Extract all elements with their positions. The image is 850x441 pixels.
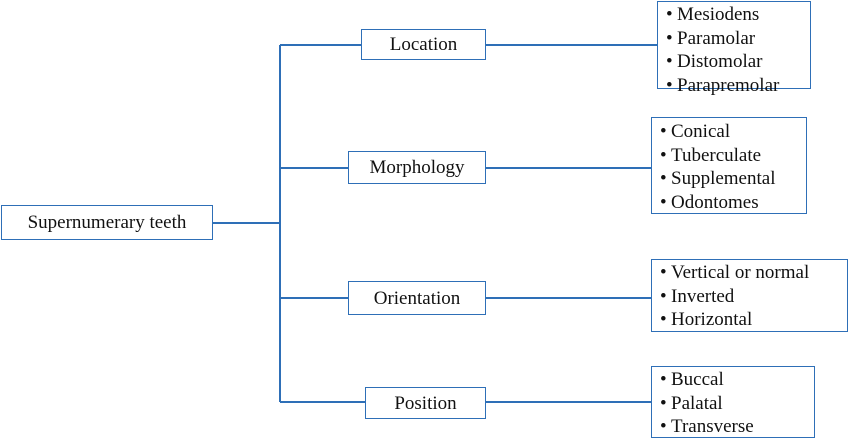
list-item: •Palatal bbox=[660, 392, 814, 416]
morphology-node-label: Morphology bbox=[369, 157, 465, 178]
list-item: •Supplemental bbox=[660, 167, 806, 191]
list-item-label: Mesiodens bbox=[677, 4, 760, 25]
list-item-label: Parapremolar bbox=[677, 74, 780, 96]
list-item: •Buccal bbox=[660, 368, 814, 392]
root-node-label: Supernumerary teeth bbox=[27, 212, 187, 233]
list-item-label: Palatal bbox=[671, 392, 723, 414]
bullet-glyph: • bbox=[660, 262, 667, 283]
list-item: •Parapremolar bbox=[666, 74, 810, 98]
location-items-list: •Mesiodens •Paramolar •Distomolar •Parap… bbox=[666, 3, 810, 97]
bullet-glyph: • bbox=[660, 168, 667, 189]
position-items-list: •Buccal •Palatal •Transverse bbox=[660, 368, 814, 439]
list-item: •Horizontal bbox=[660, 308, 847, 332]
bullet-glyph: • bbox=[660, 392, 667, 414]
list-item: •Vertical or normal bbox=[660, 261, 847, 285]
location-items-box: •Mesiodens •Paramolar •Distomolar •Parap… bbox=[657, 1, 811, 96]
bullet-glyph: • bbox=[660, 309, 667, 330]
list-item: •Transverse bbox=[660, 415, 814, 439]
morphology-items-list: •Conical •Tuberculate •Supplemental •Odo… bbox=[660, 120, 806, 214]
list-item-label: Horizontal bbox=[671, 309, 753, 330]
list-item-label: Inverted bbox=[671, 285, 735, 307]
bullet-glyph: • bbox=[666, 4, 673, 25]
list-item-label: Vertical or normal bbox=[671, 262, 810, 283]
location-node-label: Location bbox=[389, 34, 458, 55]
list-item: •Tuberculate bbox=[660, 144, 806, 168]
list-item-label: Distomolar bbox=[677, 51, 763, 72]
orientation-node-label: Orientation bbox=[373, 287, 461, 309]
morphology-node: Morphology bbox=[348, 151, 486, 184]
position-items-box: •Buccal •Palatal •Transverse bbox=[651, 366, 815, 438]
list-item: •Distomolar bbox=[666, 50, 810, 74]
list-item-label: Buccal bbox=[671, 369, 724, 390]
position-node: Position bbox=[365, 387, 486, 419]
bullet-glyph: • bbox=[666, 51, 673, 72]
list-item-label: Tuberculate bbox=[671, 144, 762, 166]
list-item: •Conical bbox=[660, 120, 806, 144]
bullet-glyph: • bbox=[660, 369, 667, 390]
list-item-label: Conical bbox=[671, 121, 731, 142]
list-item-label: Transverse bbox=[671, 416, 754, 437]
bullet-glyph: • bbox=[666, 27, 673, 49]
location-node: Location bbox=[361, 29, 486, 60]
orientation-node: Orientation bbox=[348, 281, 486, 315]
bullet-glyph: • bbox=[660, 416, 667, 437]
bullet-glyph: • bbox=[660, 144, 667, 166]
orientation-items-list: •Vertical or normal •Inverted •Horizonta… bbox=[660, 261, 847, 332]
list-item-label: Paramolar bbox=[677, 27, 756, 49]
bullet-glyph: • bbox=[660, 121, 667, 142]
bullet-glyph: • bbox=[666, 74, 673, 96]
list-item-label: Supplemental bbox=[671, 168, 776, 189]
bullet-glyph: • bbox=[660, 285, 667, 307]
list-item: •Inverted bbox=[660, 285, 847, 309]
position-node-label: Position bbox=[394, 392, 457, 414]
list-item-label: Odontomes bbox=[671, 191, 759, 213]
morphology-items-box: •Conical •Tuberculate •Supplemental •Odo… bbox=[651, 117, 807, 214]
root-node: Supernumerary teeth bbox=[1, 205, 213, 240]
list-item: •Paramolar bbox=[666, 27, 810, 51]
list-item: •Odontomes bbox=[660, 191, 806, 215]
list-item: •Mesiodens bbox=[666, 3, 810, 27]
orientation-items-box: •Vertical or normal •Inverted •Horizonta… bbox=[651, 259, 848, 332]
bullet-glyph: • bbox=[660, 191, 667, 213]
